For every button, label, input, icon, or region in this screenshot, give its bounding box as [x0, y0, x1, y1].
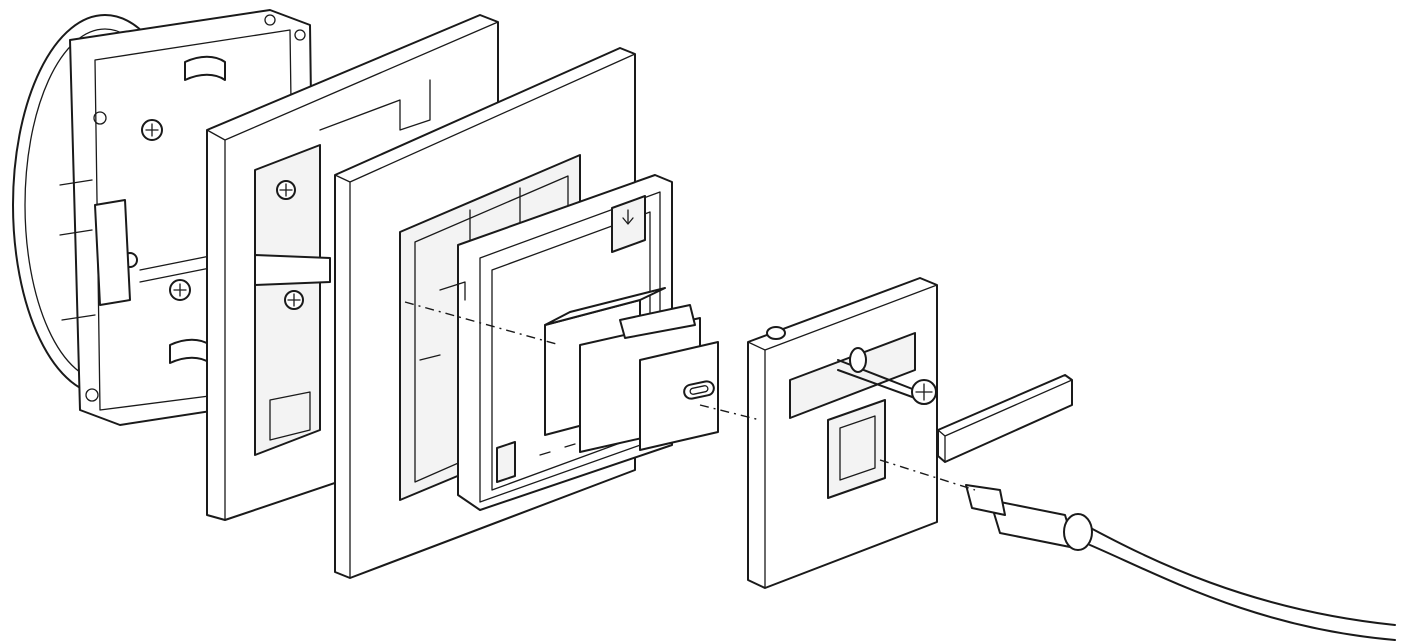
cable-outer-top [1084, 524, 1396, 626]
insert-frame-bottom-tab [496, 441, 516, 483]
coupler-front [639, 341, 719, 451]
assembly-axis-1 [404, 301, 561, 346]
central-plate [747, 277, 938, 589]
usb-c-coupler [544, 287, 719, 453]
box-slot-top [184, 55, 226, 81]
box-clamp [94, 199, 131, 306]
insert-frame-arrow-icon [622, 209, 634, 225]
coupler-latch [619, 304, 696, 339]
assembly-axis-3 [879, 459, 976, 491]
support-frame-shaft [254, 254, 331, 286]
plate-screw-cross-icon [915, 383, 933, 401]
plate-screw [837, 347, 937, 405]
usb-c-plug-collar [1063, 513, 1093, 551]
cable-outer-bottom [1089, 544, 1396, 641]
port-opening [827, 399, 886, 499]
usb-c-cable [965, 484, 1396, 641]
label-strip-body [937, 374, 1073, 463]
usb-c-plug-tip [965, 484, 1006, 516]
label-strip [937, 374, 1073, 463]
